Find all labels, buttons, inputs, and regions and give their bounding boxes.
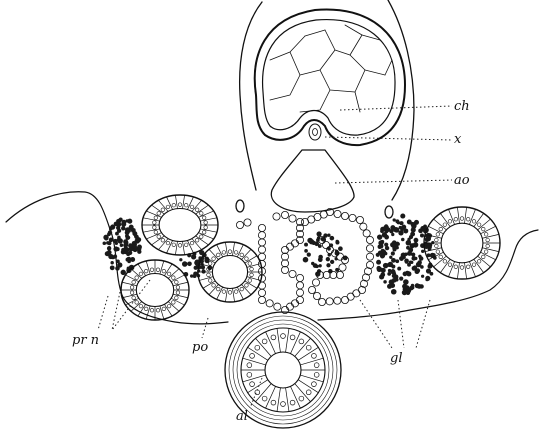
label-ch: ch — [454, 99, 470, 114]
label-po: po — [192, 340, 208, 355]
label-x: x — [454, 132, 462, 147]
cardinal-vein-left — [236, 200, 244, 212]
glomerulus-dots-right — [303, 213, 437, 295]
label-al: al — [236, 409, 248, 424]
label-gl: gl — [390, 351, 402, 366]
notochord-region — [240, 0, 414, 200]
subnotochordal-rod — [309, 124, 321, 140]
pronephros-dots-left — [103, 217, 213, 278]
aorta — [271, 150, 354, 212]
label-ao: ao — [454, 173, 470, 188]
label-prn: pr n — [72, 333, 99, 348]
cardinal-vein-right — [385, 206, 393, 218]
pronephric-tubules — [121, 195, 500, 320]
